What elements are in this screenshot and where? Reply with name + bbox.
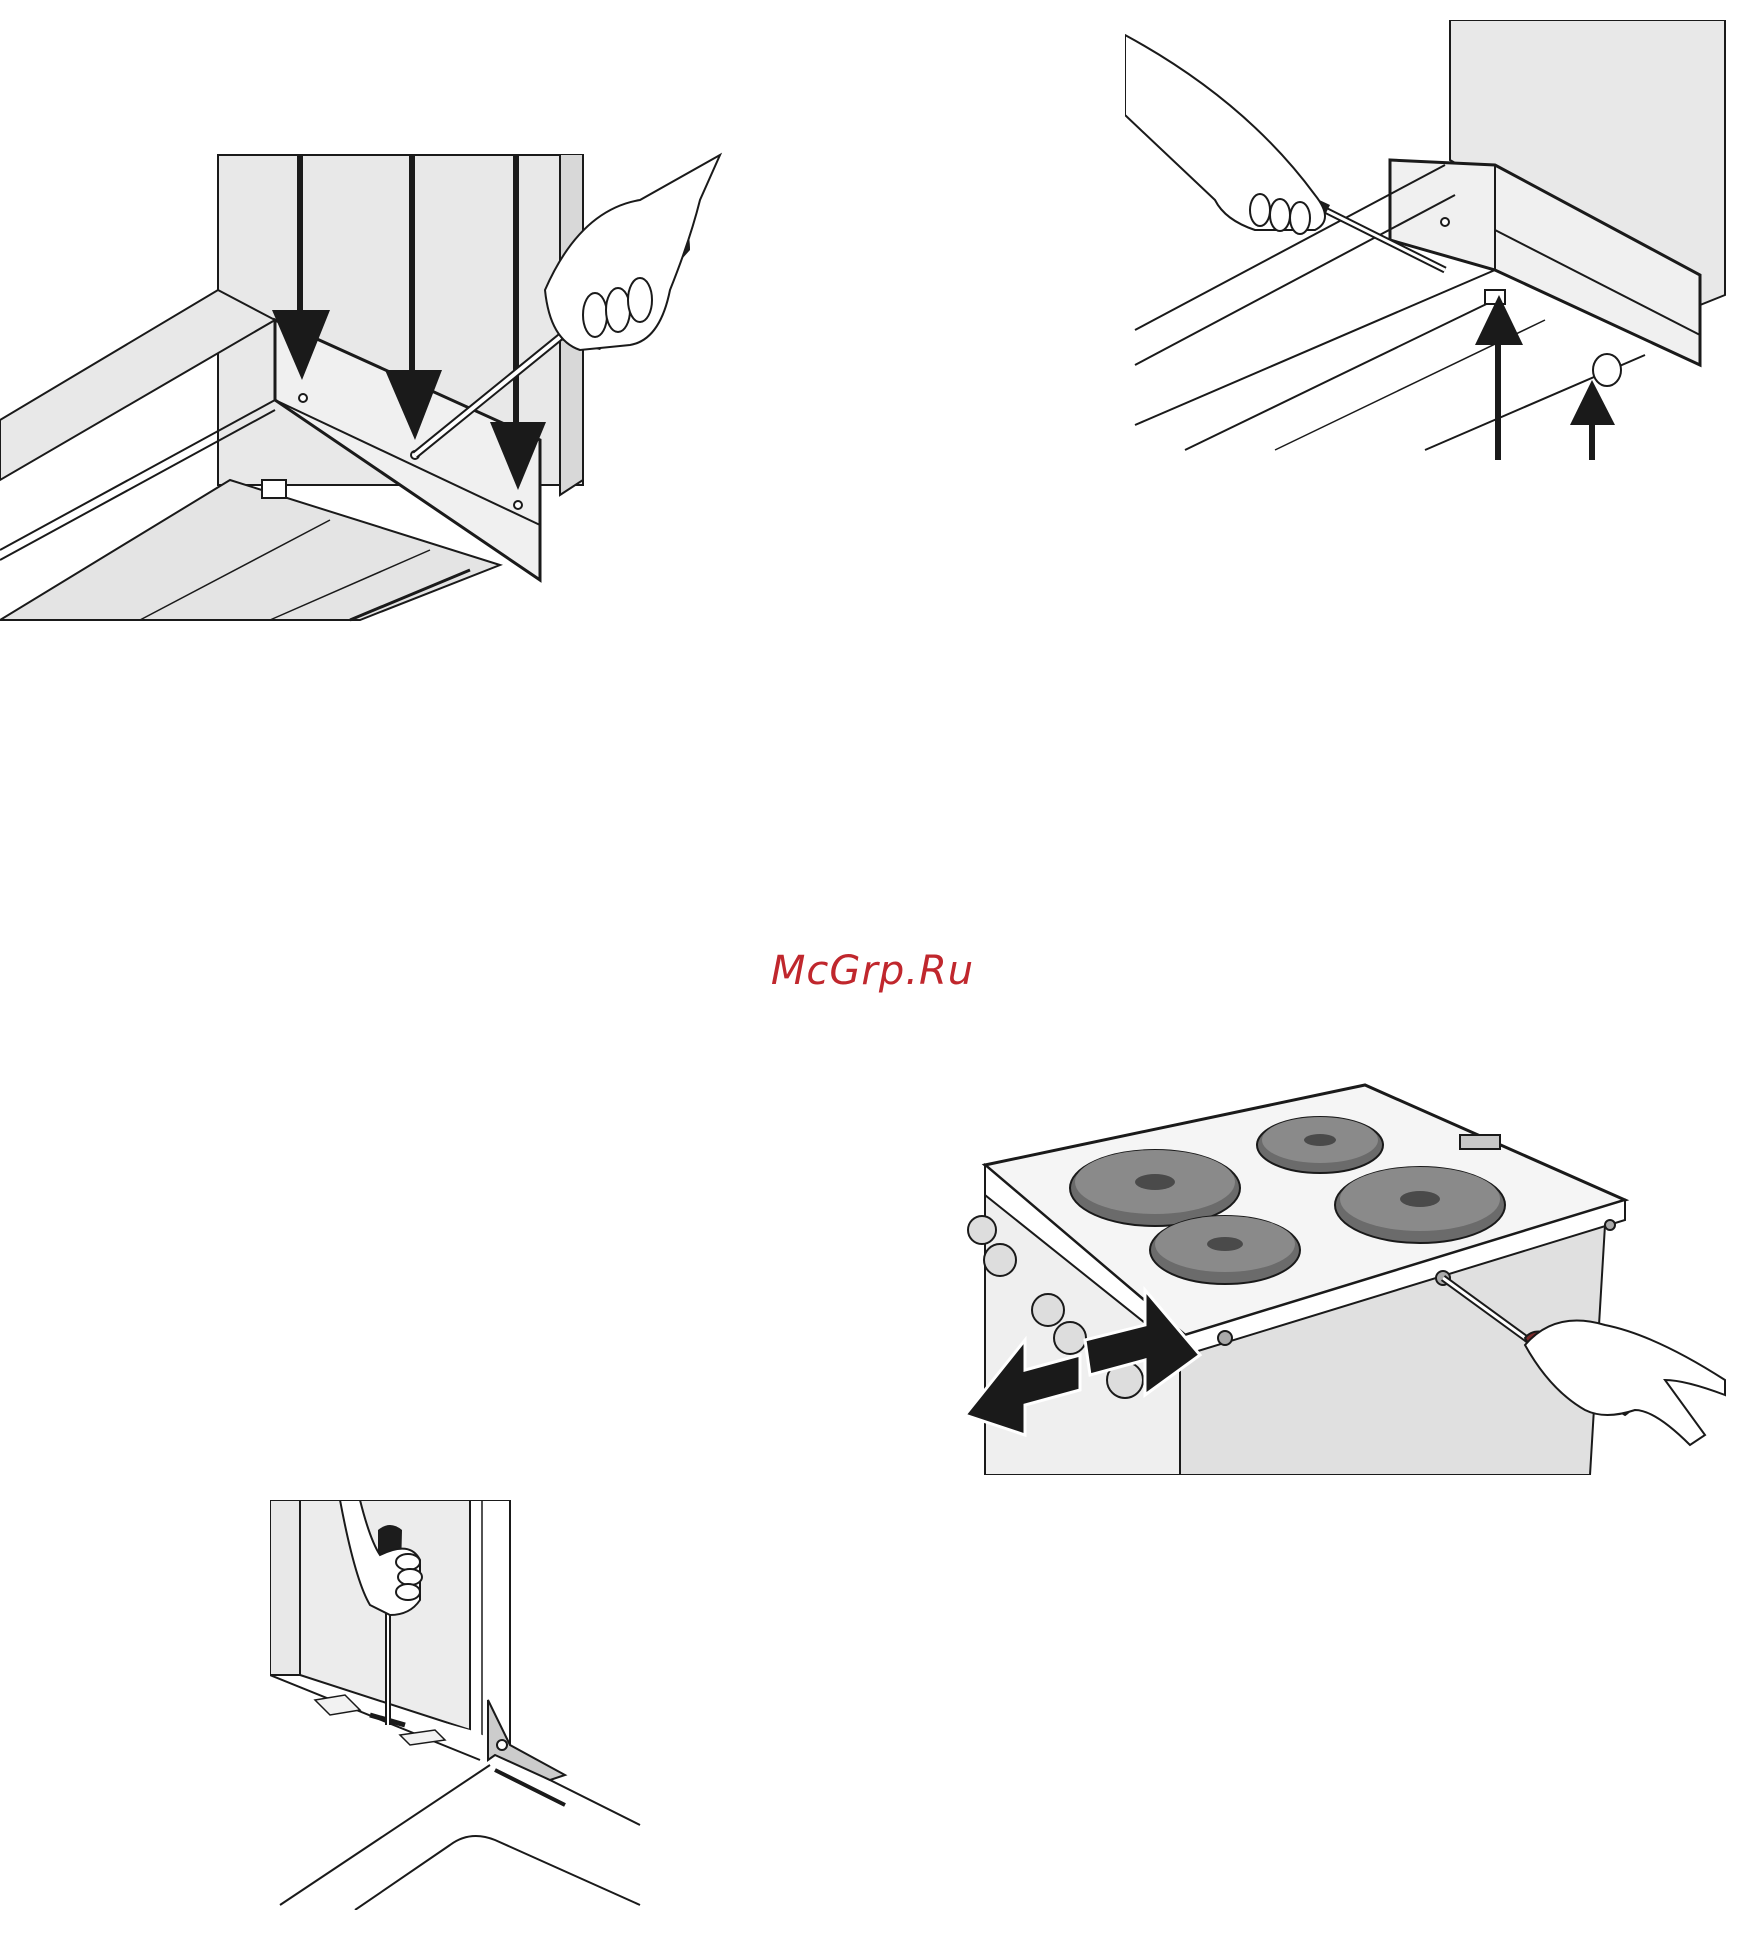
illustration-under-cabinet <box>1125 20 1745 465</box>
hotplate-icon <box>1257 1117 1383 1173</box>
control-knob-icon <box>984 1244 1016 1276</box>
up-arrow-icon <box>1475 295 1523 460</box>
plinth-fixing-drawing <box>0 150 730 630</box>
hand-icon <box>1125 35 1325 230</box>
floor-bracket-drawing <box>270 1500 655 1910</box>
cooker-drawing <box>965 1080 1735 1475</box>
control-knob-icon <box>968 1216 996 1244</box>
hotplate-icon <box>1150 1216 1300 1284</box>
illustration-floor-bracket <box>270 1500 655 1910</box>
illustration-cooker-placement <box>965 1080 1735 1475</box>
foot-nut <box>262 480 286 498</box>
hotplate-icon <box>1335 1167 1505 1243</box>
foot-icon <box>1593 354 1621 386</box>
control-knob-icon <box>1032 1294 1064 1326</box>
control-knob-icon <box>1054 1322 1086 1354</box>
hotplate-icon <box>1070 1150 1240 1226</box>
wall <box>270 1500 300 1675</box>
watermark: McGrp.Ru <box>0 948 1745 994</box>
under-cabinet-drawing <box>1125 20 1745 465</box>
up-arrow-icon <box>1570 380 1615 460</box>
illustration-plinth-fixing <box>0 150 730 630</box>
